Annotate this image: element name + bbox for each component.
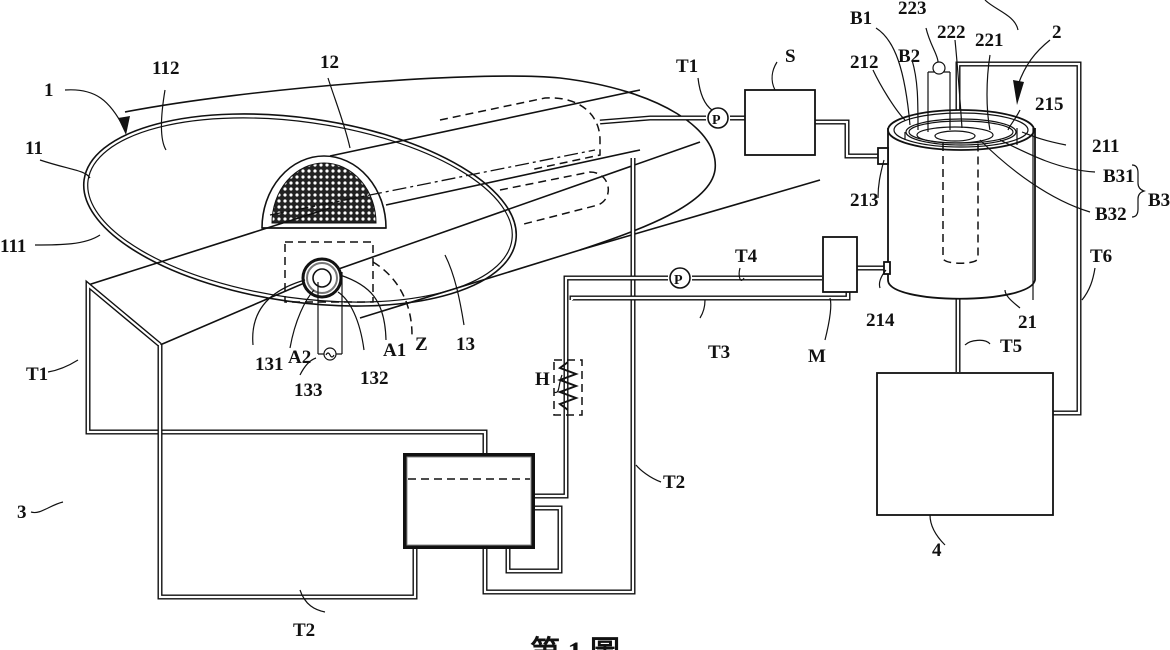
label-131: 131 xyxy=(255,354,284,375)
heater-h xyxy=(553,359,583,416)
arrow-1 xyxy=(64,89,130,135)
label-t2-right: T2 xyxy=(663,472,685,493)
label-12: 12 xyxy=(320,52,339,73)
label-3: 3 xyxy=(17,502,27,523)
label-a2: A2 xyxy=(288,347,311,368)
arrow-2 xyxy=(1013,39,1051,105)
unit-m xyxy=(822,236,858,293)
port-214 xyxy=(883,261,891,275)
label-b3: B3 xyxy=(1148,190,1170,211)
label-z: Z xyxy=(415,334,428,355)
label-t3: T3 xyxy=(708,342,730,363)
rod-13 xyxy=(87,141,701,346)
unit-4 xyxy=(876,372,1054,516)
label-b31: B31 xyxy=(1103,166,1135,187)
label-2: 2 xyxy=(1052,22,1062,43)
label-132: 132 xyxy=(360,368,389,389)
label-b1: B1 xyxy=(850,8,872,29)
brace-b3 xyxy=(1131,164,1146,218)
reactor-vessel-2 xyxy=(877,61,1036,300)
label-t6: T6 xyxy=(1090,246,1112,267)
label-212: 212 xyxy=(850,52,879,73)
mesh-dome-12 xyxy=(261,89,641,229)
label-4: 4 xyxy=(932,540,942,561)
label-112: 112 xyxy=(152,58,179,79)
label-t1-left: T1 xyxy=(26,364,48,385)
svg-text:P: P xyxy=(674,273,683,288)
label-214: 214 xyxy=(866,310,895,331)
label-11: 11 xyxy=(25,138,43,159)
label-h: H xyxy=(535,369,550,390)
label-b2: B2 xyxy=(898,46,920,67)
label-222: 222 xyxy=(937,22,966,43)
interior-dashed-outlines xyxy=(269,97,609,226)
leader-lines xyxy=(30,0,1096,613)
tank-3 xyxy=(403,453,535,549)
label-t5: T5 xyxy=(1000,336,1022,357)
label-t2-bottom: T2 xyxy=(293,620,315,641)
label-111: 111 xyxy=(0,236,26,257)
label-215: 215 xyxy=(1035,94,1064,115)
pipelines xyxy=(85,61,1082,600)
label-211: 211 xyxy=(1092,136,1119,157)
electrode-assembly xyxy=(252,241,413,376)
label-b32: B32 xyxy=(1095,204,1127,225)
label-a1: A1 xyxy=(383,340,406,361)
supply-unit-s xyxy=(744,89,816,156)
chamber-body xyxy=(124,75,821,319)
pump-p1: P xyxy=(707,107,729,129)
figure-caption: 第 1 圖 xyxy=(530,635,620,650)
label-m: M xyxy=(808,346,826,367)
svg-text:P: P xyxy=(712,113,721,128)
chamber-front-ellipse-11 xyxy=(82,113,518,307)
label-1: 1 xyxy=(44,80,54,101)
label-s: S xyxy=(785,46,796,67)
pump-p2: P xyxy=(669,267,691,289)
label-13: 13 xyxy=(456,334,475,355)
label-t1-top: T1 xyxy=(676,56,698,77)
label-223: 223 xyxy=(898,0,927,19)
label-221: 221 xyxy=(975,30,1004,51)
label-133: 133 xyxy=(294,380,323,401)
ac-source-223-icon xyxy=(932,61,946,75)
label-21: 21 xyxy=(1018,312,1037,333)
label-t4: T4 xyxy=(735,246,758,267)
label-213: 213 xyxy=(850,190,879,211)
